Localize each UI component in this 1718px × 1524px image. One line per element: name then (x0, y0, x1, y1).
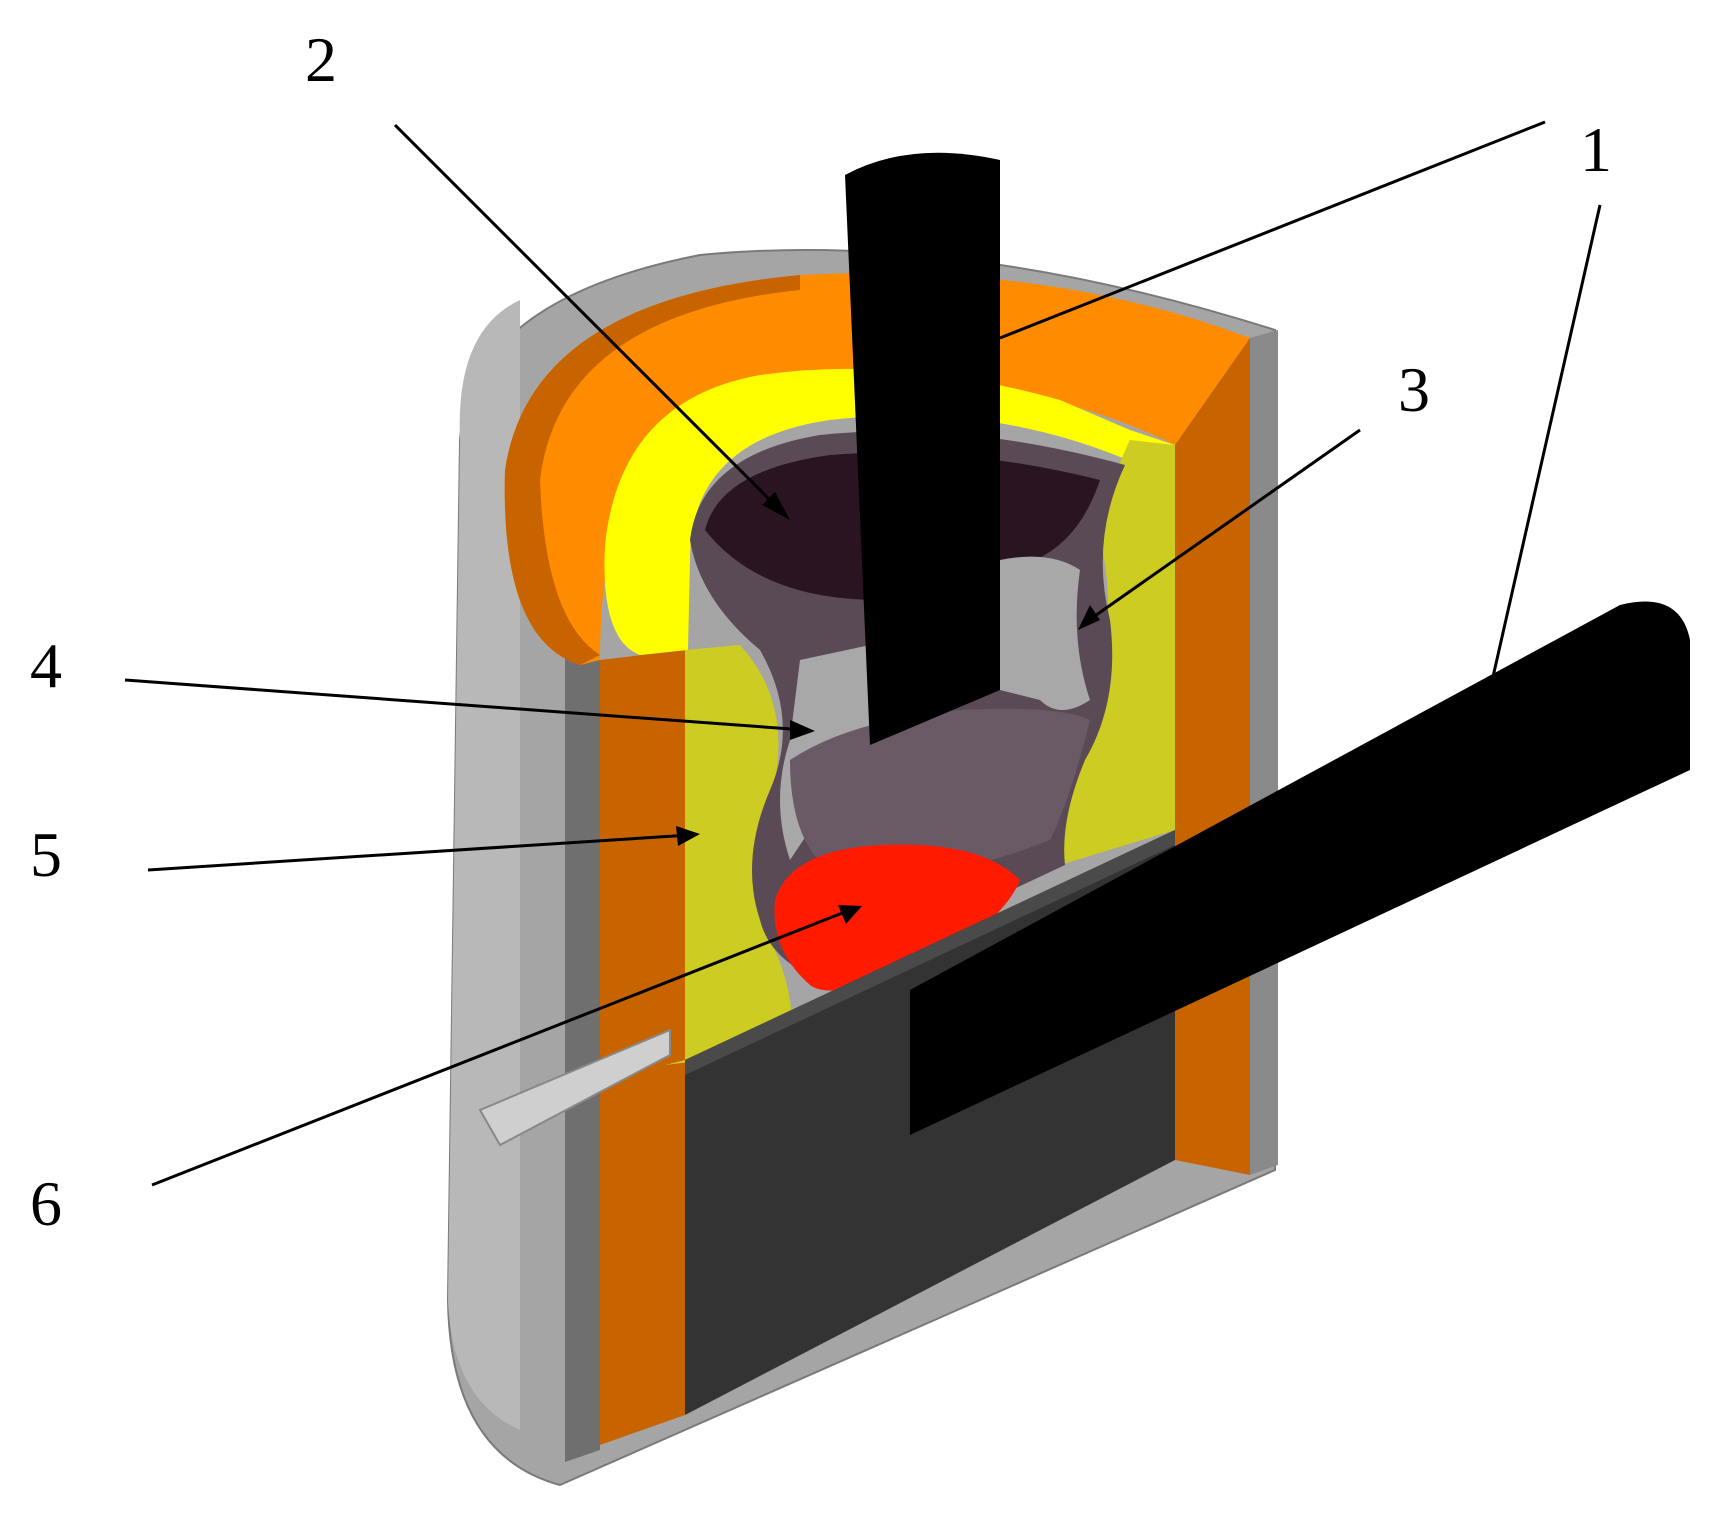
crucible-bowl (790, 708, 1090, 880)
shell-cut-face (565, 650, 600, 1462)
callout-3: 3 (1398, 354, 1430, 425)
callout-4: 4 (30, 630, 62, 701)
left-olive-layer (665, 645, 792, 1065)
leader-4 (124, 678, 806, 732)
vertical-electrode (845, 152, 1000, 745)
leader-3 (1081, 428, 1361, 627)
gas-pipe (478, 1028, 671, 1147)
right-orange-layer (1175, 338, 1250, 1175)
leader-6 (151, 908, 851, 1187)
leader-lines (124, 120, 1602, 1187)
callout-1: 1 (1580, 114, 1612, 185)
top-orange-ring-dark (504, 275, 800, 665)
leader-5 (147, 833, 691, 872)
callout-2: 2 (305, 24, 337, 95)
arrow-6 (838, 905, 862, 924)
melt-pool (774, 844, 1020, 991)
shell-cut-face-right (1250, 330, 1278, 1175)
right-olive-layer (1058, 440, 1175, 865)
top-yellow-ring (604, 368, 1175, 655)
arrow-5 (676, 826, 700, 846)
arrow-4 (790, 720, 815, 740)
horizontal-electrode (910, 601, 1690, 1135)
arrow-heads (676, 492, 1100, 924)
leader-1-top (999, 120, 1546, 340)
leader-1-right (1488, 204, 1602, 691)
top-orange-ring (504, 273, 1250, 665)
arrow-2 (762, 492, 790, 520)
crucible-inner-grey-right (1000, 556, 1090, 710)
callout-5: 5 (30, 819, 62, 890)
shell-left-shade (448, 300, 520, 1430)
arrow-3 (1078, 605, 1100, 630)
leader-2 (393, 123, 782, 512)
base-block-front (685, 830, 1175, 1075)
callout-6: 6 (30, 1168, 62, 1239)
